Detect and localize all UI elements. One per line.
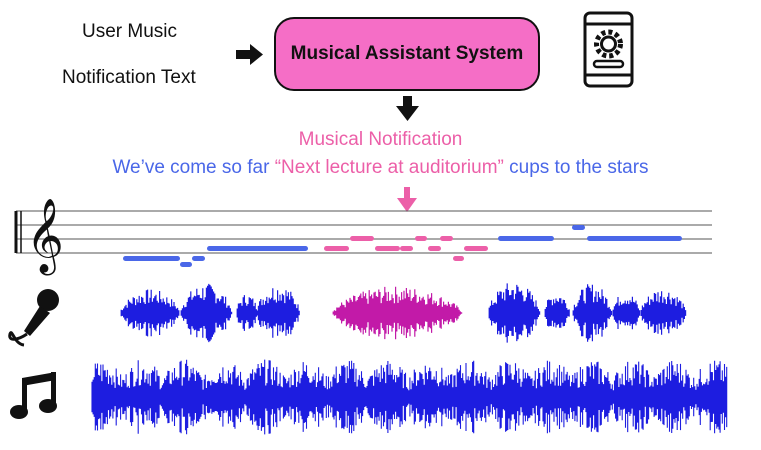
musical-notification-title: Musical Notification [298,129,463,150]
notification-vocal-wave [332,286,463,340]
music-note-icon [10,372,57,419]
system-title: Musical Assistant System [290,43,524,64]
user-music-label: User Music [82,21,178,42]
waveforms [91,283,728,435]
music-staff [14,210,712,254]
treble-clef-icon: 𝄞 [26,199,64,276]
vocal-wave-segment [236,295,259,331]
input-arrow-icon [236,44,263,65]
lyrics-right: cups to the stars [503,157,649,178]
vocal-wave-segment [612,296,641,330]
vocal-wave-segment [488,283,541,343]
svg-text:𝄞: 𝄞 [26,199,64,276]
musical-assistant-system-box: Musical Assistant System [274,17,540,91]
vocal-wave-segment [544,298,570,328]
notification-text-label: Notification Text [62,67,196,88]
output-arrow-icon [396,96,419,121]
melody-notes-pink [324,236,488,261]
notification-message: “Next lecture at auditorium” [274,157,504,178]
phone-settings-icon [583,11,634,88]
melody-notes-blue [123,225,682,267]
pink-arrow-icon [397,187,417,212]
vocal-wave-segment [256,288,300,338]
vocal-wave-segment [572,284,613,342]
vocal-wave-segment [120,289,180,337]
vocal-wave-segment [180,283,233,343]
microphone-icon [8,289,59,347]
music-wave [91,359,728,435]
lyrics-left: We’ve come so far [112,157,275,178]
vocal-wave-segment [640,291,687,335]
notification-lyrics-line: We’ve come so far “Next lecture at audit… [0,157,761,179]
